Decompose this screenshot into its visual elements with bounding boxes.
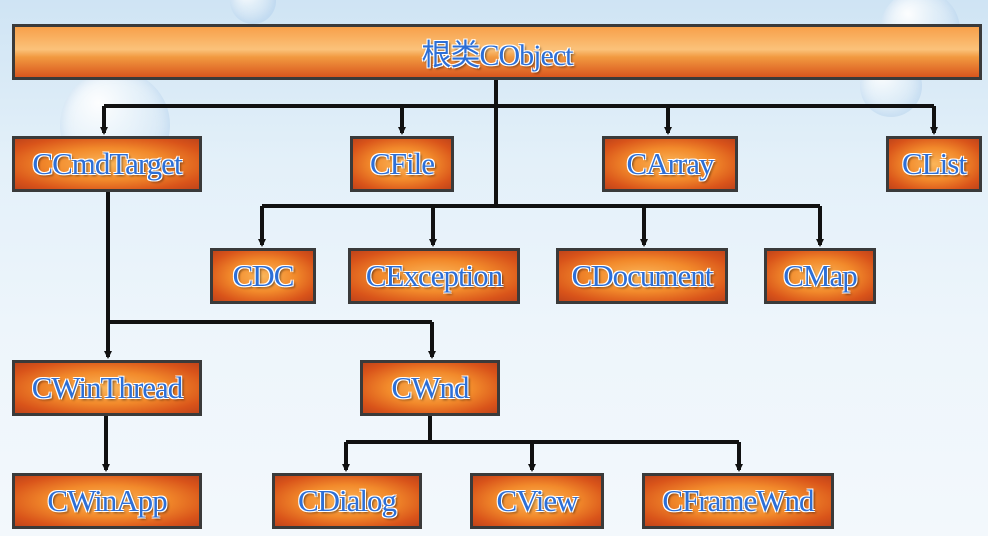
class-cfile: CFile bbox=[350, 136, 454, 192]
class-cwinapp: CWinApp bbox=[12, 473, 202, 529]
class-cdc: CDC bbox=[210, 248, 316, 304]
class-cview: CView bbox=[470, 473, 604, 529]
class-ccmdtarget: CCmdTarget bbox=[12, 136, 202, 192]
class-cframewnd: CFrameWnd bbox=[642, 473, 834, 529]
class-cexception: CException bbox=[348, 248, 520, 304]
class-cwnd: CWnd bbox=[360, 360, 500, 416]
class-cmap: CMap bbox=[764, 248, 876, 304]
class-cwinthread: CWinThread bbox=[12, 360, 202, 416]
class-cdialog: CDialog bbox=[272, 473, 422, 529]
root-class-cobject: 根类CObject bbox=[12, 24, 982, 80]
class-carray: CArray bbox=[602, 136, 738, 192]
class-clist: CList bbox=[886, 136, 982, 192]
class-cdocument: CDocument bbox=[556, 248, 728, 304]
